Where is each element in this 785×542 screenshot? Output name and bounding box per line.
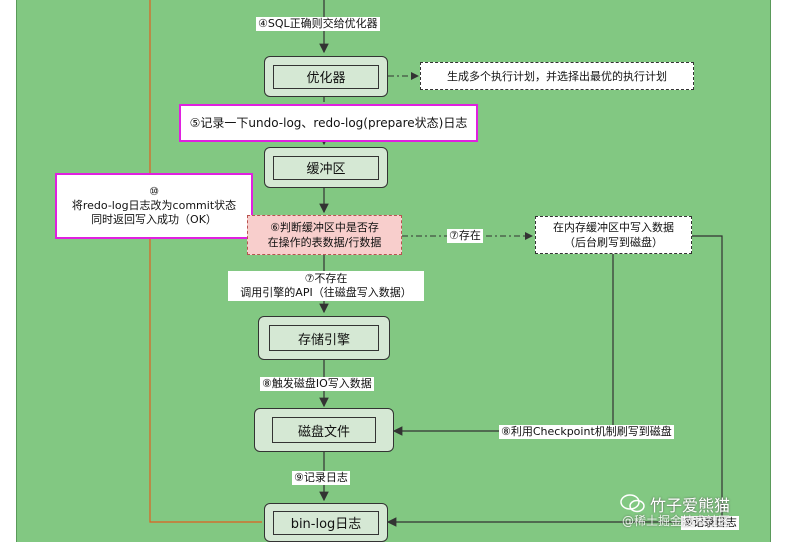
binlog-node: bin-log日志	[264, 503, 388, 542]
orange-flow-line	[149, 0, 262, 523]
write-memory-node: 在内存缓冲区中写入数据 （后台刷写到磁盘）	[535, 216, 692, 254]
wechat-icon	[620, 494, 645, 513]
buffer-node: 缓冲区	[264, 147, 388, 188]
step10-number: ⑩	[149, 185, 159, 198]
step4-label: ④SQL正确则交给优化器	[256, 17, 380, 31]
step10-highlight: ⑩ 将redo-log日志改为commit状态 同时返回写入成功（OK）	[55, 173, 253, 239]
step6-line1: ⑥判断缓冲区中是否存	[270, 221, 379, 234]
step7-not-line1: ⑦不存在	[304, 272, 348, 285]
watermark-line1: 竹子爱熊猫	[650, 496, 731, 515]
step9-right-label: ⑨记录日志	[681, 516, 739, 530]
optimizer-node: 优化器	[264, 56, 388, 97]
step10-line2: 将redo-log日志改为commit状态	[71, 199, 237, 212]
buffer-label: 缓冲区	[273, 155, 379, 180]
disk-file-label: 磁盘文件	[272, 417, 376, 443]
step7-not-exists-label: ⑦不存在 调用引擎的API（往磁盘写入数据）	[228, 271, 424, 301]
step7-not-line2: 调用引擎的API（往磁盘写入数据）	[240, 286, 412, 299]
storage-engine-label: 存储引擎	[269, 325, 379, 351]
write-memory-line1: 在内存缓冲区中写入数据	[553, 221, 674, 234]
step5-highlight: ⑤记录一下undo-log、redo-log(prepare状态)日志	[179, 104, 478, 142]
step8-checkpoint-label: ⑧利用Checkpoint机制刷写到磁盘	[499, 425, 674, 439]
step9-label: ⑨记录日志	[292, 471, 350, 485]
step6-line2: 在操作的表数据/行数据	[267, 236, 382, 249]
disk-file-node: 磁盘文件	[254, 408, 394, 452]
optimizer-label: 优化器	[273, 64, 379, 89]
storage-engine-node: 存储引擎	[258, 316, 390, 360]
binlog-label: bin-log日志	[273, 510, 379, 535]
watermark-line2: @稀土掘金技术社区	[622, 514, 731, 528]
step6-decision: ⑥判断缓冲区中是否存 在操作的表数据/行数据	[247, 215, 402, 255]
step10-line3: 同时返回写入成功（OK）	[91, 213, 217, 226]
optimizer-note: 生成多个执行计划，并选择出最优的执行计划	[420, 62, 694, 90]
step8-io-label: ⑧触发磁盘IO写入数据	[260, 377, 374, 391]
step7-exists-label: ⑦存在	[447, 229, 483, 243]
write-memory-line2: （后台刷写到磁盘）	[564, 236, 663, 249]
watermark: 竹子爱熊猫 @稀土掘金技术社区	[620, 492, 780, 532]
